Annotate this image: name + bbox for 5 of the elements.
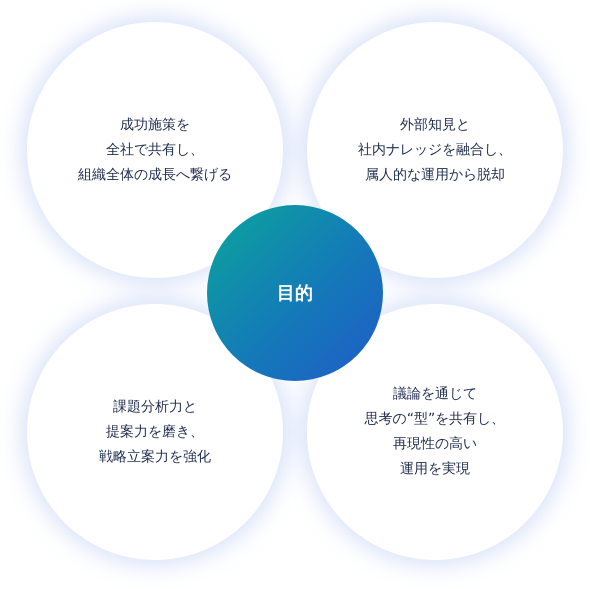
circle-text: 課題分析力と提案力を磨き、戦略立案力を強化 (99, 398, 211, 466)
circle-text: 議論を通じて思考の“型”を共有し、再現性の高い運用を実現 (364, 385, 506, 479)
circle-text: 外部知見と社内ナレッジを融合し、属人的な運用から脱却 (358, 116, 512, 184)
circle-text: 成功施策を全社で共有し、組織全体の成長へ繋げる (78, 116, 232, 184)
center-title: 目的 (277, 282, 313, 306)
